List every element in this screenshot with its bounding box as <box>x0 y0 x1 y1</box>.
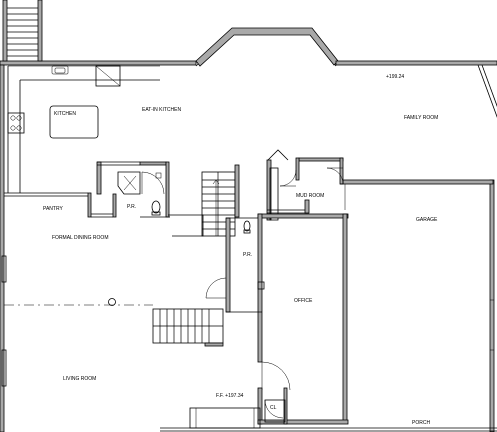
kitchen-counters <box>7 65 160 193</box>
mud-room <box>267 157 346 221</box>
powder-room-middle <box>205 217 265 313</box>
room-labels: KITCHEN EAT-IN KITCHEN FAMILY ROOM PANTR… <box>43 74 438 426</box>
deck-stairs <box>2 0 43 62</box>
label-pr-middle: P.R. <box>243 252 252 258</box>
exterior-walls <box>0 27 497 432</box>
label-closet: CL <box>270 405 277 411</box>
label-porch: PORCH <box>412 420 430 426</box>
label-pantry: PANTRY <box>43 206 63 212</box>
label-elevation-lower: F.F. +197.34 <box>216 393 244 399</box>
pantry-area <box>4 192 113 218</box>
closet <box>264 387 288 425</box>
label-kitchen: KITCHEN <box>54 111 76 117</box>
label-pr-upper: P.R. <box>127 204 136 210</box>
label-mud-room: MUD ROOM <box>296 193 324 199</box>
label-family-room: FAMILY ROOM <box>404 115 438 121</box>
office-walls <box>257 213 494 425</box>
beam-line <box>4 298 153 306</box>
label-eat-in-kitchen: EAT-IN KITCHEN <box>142 107 181 113</box>
label-garage: GARAGE <box>416 217 438 223</box>
label-elevation-upper: +199.24 <box>386 74 404 80</box>
left-windows <box>1 255 7 387</box>
lower-stair <box>152 308 224 347</box>
label-living-room: LIVING ROOM <box>63 376 96 382</box>
powder-room-upper <box>96 161 170 218</box>
label-formal-dining-room: FORMAL DINING ROOM <box>52 235 108 241</box>
entry-steps <box>189 407 261 429</box>
label-office: OFFICE <box>294 298 313 304</box>
